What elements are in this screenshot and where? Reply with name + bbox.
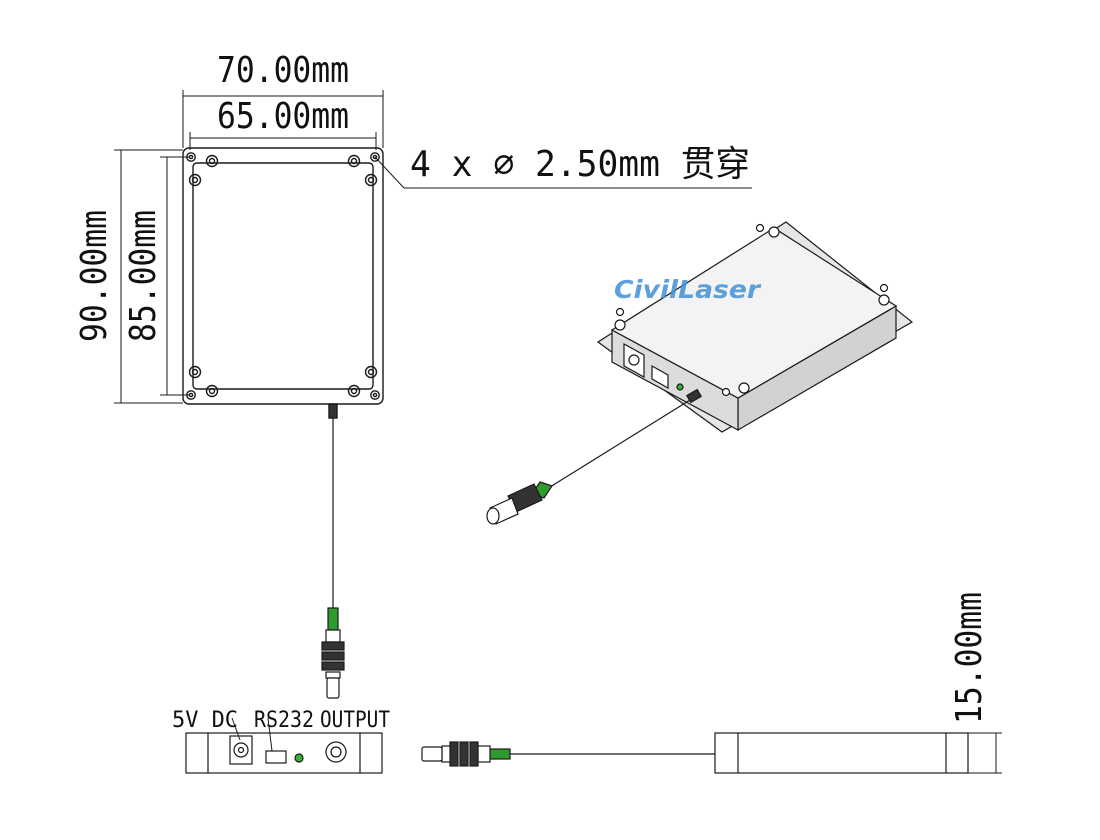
power-label: 5V DC: [172, 708, 238, 733]
isometric-view: [596, 221, 914, 433]
brand-logo: CivilLaser: [614, 275, 762, 304]
iso-fiber-connector-icon: [486, 481, 553, 525]
inner-height-label: 85.00mm: [123, 210, 164, 342]
thickness-label: 15.00mm: [949, 592, 990, 724]
rs232-label: RS232: [254, 708, 314, 733]
top-view: [182, 147, 384, 608]
inner-body: [192, 162, 374, 390]
fiber-boot: [328, 403, 338, 419]
width-dimensions: [182, 90, 384, 150]
hole-callout-label: 4 x ∅ 2.50mm 贯穿: [410, 144, 750, 185]
front-label-leaders: [231, 717, 273, 752]
thickness-dimension: [968, 732, 1002, 774]
side-body: [714, 732, 969, 774]
front-view: [185, 732, 383, 774]
rs232-port-icon: [265, 750, 287, 764]
side-view: [714, 732, 969, 774]
height-dimensions: [114, 149, 190, 404]
outer-height-label: 90.00mm: [74, 210, 115, 342]
fiber-connector-icon: [321, 607, 345, 699]
screw-icon: [188, 154, 378, 398]
iso-fiber-cable: [549, 399, 691, 488]
inner-width-label: 65.00mm: [217, 96, 349, 137]
side-fiber-connector-icon: [421, 741, 511, 767]
output-label: OUTPUT: [320, 708, 390, 733]
hole-leader: [374, 156, 752, 189]
status-led-icon: [294, 753, 304, 763]
outer-width-label: 70.00mm: [217, 50, 349, 91]
